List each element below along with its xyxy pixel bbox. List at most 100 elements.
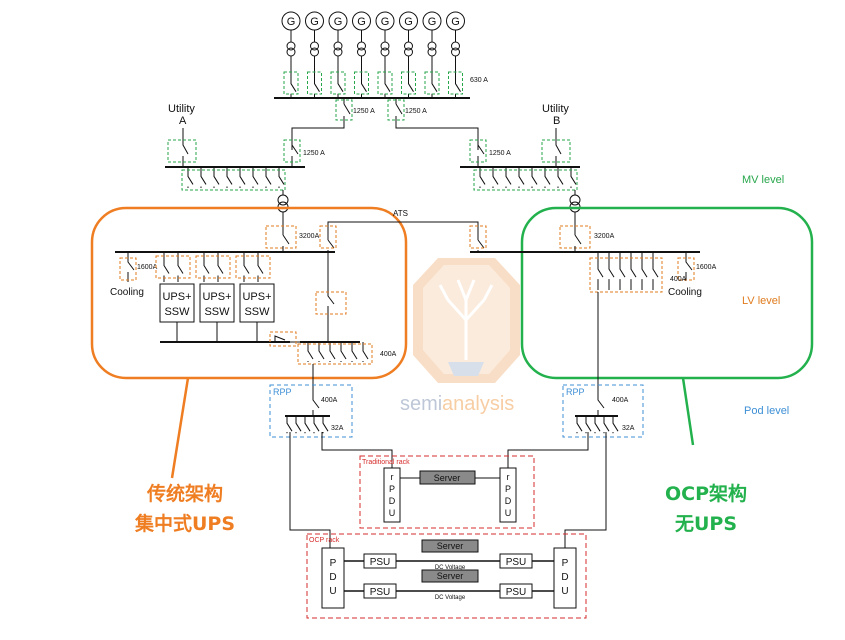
watermark-analysis: analysis [442, 393, 514, 415]
traditional-architecture-frame [90, 206, 408, 380]
generator-breaker-frame [448, 71, 463, 95]
pdu-right [553, 547, 577, 609]
left-annotation-line1: 传统架构 [146, 482, 223, 505]
watermark-semi: semi [400, 393, 442, 415]
mv-feeder-group [181, 167, 578, 191]
lv-output-breaker [351, 342, 358, 362]
rpp-right-branch-breaker [603, 416, 610, 434]
mv-level-label: MV level [742, 174, 784, 186]
mv-feeder-left-rating: 1250 A [303, 150, 325, 157]
generator-letter: G [334, 16, 343, 28]
utility-b-letter: B [553, 115, 560, 127]
ocp-server [421, 569, 479, 583]
traditional-rack-frame [359, 455, 535, 529]
generator-breaker-frame [354, 71, 369, 95]
ups-unit [239, 283, 275, 323]
generator-letter: G [404, 16, 413, 28]
rpp-left-branch-breaker [295, 416, 302, 434]
rpp-left-main-rating: 400A [321, 397, 338, 404]
ups-label-line1: UPS+ [202, 291, 231, 303]
ocp-server [421, 539, 479, 553]
psu-right-label: PSU [506, 587, 527, 598]
rpp-right-branch-breaker [585, 416, 592, 434]
mv-feeder-right-rating: 1250 A [489, 150, 511, 157]
generator-letter: G [357, 16, 366, 28]
pdu-left-char: U [329, 586, 336, 597]
ats-label: ATS [393, 209, 408, 218]
rpp-right-main-rating: 400A [612, 397, 629, 404]
rpdu-left-char: U [389, 508, 396, 518]
rpp-right-label: RPP [566, 387, 585, 397]
utility-a-name: Utility [168, 103, 195, 115]
lv-level-label: LV level [742, 295, 780, 307]
ups-label-line2: SSW [164, 306, 190, 318]
rpp-right-branch-rating: 32A [622, 425, 635, 432]
dc-voltage-label: DC Voltage [435, 595, 466, 601]
generator-transformer [451, 47, 460, 57]
generator-letter: G [451, 16, 460, 28]
rpdu-right-char: U [505, 508, 512, 518]
utility-a-letter: A [179, 115, 187, 127]
generator-transformer [333, 47, 343, 57]
rpp-left-branches [286, 416, 329, 434]
mv-feeder-breaker [492, 167, 499, 188]
pdu-left-char: P [330, 558, 337, 569]
lv-output-breaker [340, 342, 347, 362]
lv-output-breaker [318, 342, 325, 362]
generator-letter: G [310, 16, 319, 28]
rpp-right-branch-breaker [576, 416, 583, 434]
generator-transformer [427, 47, 437, 57]
semianalysis-watermark: semi analysis [400, 258, 520, 415]
ups-breaker-frame [235, 255, 271, 279]
lv-output-feeders [307, 342, 369, 362]
generator-breaker-frame [377, 71, 393, 95]
generator-transformer [380, 47, 390, 57]
rpp-left-branch-breaker [304, 416, 311, 434]
generator-breaker-rating: 630 A [470, 77, 488, 84]
rpp-right-branch-breaker [612, 416, 619, 434]
traditional-server-label: Server [434, 473, 461, 483]
rpp-left-label: RPP [273, 387, 292, 397]
psu-left-label: PSU [370, 587, 391, 598]
ocp-rack-frame [306, 533, 587, 619]
rpdu-right-char: D [505, 496, 512, 506]
ups-label-line1: UPS+ [242, 291, 271, 303]
rpdu-left-char: r [391, 472, 394, 482]
dc-voltage-label: DC Voltage [435, 565, 466, 571]
cooling-left-rating: 1600A [137, 264, 158, 271]
ocp-architecture-frame [520, 206, 814, 380]
ups-unit [199, 283, 235, 323]
generator-transformer [310, 47, 319, 57]
traditional-rack-label: Traditional rack [362, 459, 410, 466]
rpp-left-branch-breaker [313, 416, 320, 434]
psu-left-label: PSU [370, 557, 391, 568]
ups-label-line1: UPS+ [162, 291, 191, 303]
mv-feeder-breaker [557, 167, 564, 188]
rpdu-right-char: P [505, 484, 511, 494]
generator-breaker-frame [424, 71, 440, 95]
generator-transformer [404, 47, 413, 57]
generator-letter: G [287, 16, 296, 28]
tie-right-rating: 1250 A [405, 108, 427, 115]
ups-label-line2: SSW [204, 306, 230, 318]
ups-group: UPS+ SSW UPS+ SSW UPS+ SSW [155, 252, 275, 342]
ups-label-line2: SSW [244, 306, 270, 318]
ups-breaker-frame [155, 255, 191, 279]
ups-breaker-frame [195, 255, 231, 279]
rpdu-right-char: r [507, 472, 510, 482]
ocp-server-label: Server [437, 541, 464, 551]
ocp-rack-label: OCP rack [309, 537, 340, 544]
generator-breaker-frame [401, 71, 416, 95]
cooling-right-label: Cooling [668, 287, 702, 298]
lv-right-feeders [597, 252, 659, 290]
tie-left-rating: 1250 A [353, 108, 375, 115]
rpdu-right [499, 467, 517, 523]
rpdu-left-char: D [389, 496, 396, 506]
rpp-left-branch-breaker [286, 416, 293, 434]
rpp-right-branch-breaker [594, 416, 601, 434]
lv-main-left-rating: 3200A [299, 233, 320, 240]
psu-right-label: PSU [506, 557, 527, 568]
lv-output-rating: 400A [380, 351, 397, 358]
generator-breaker-frame [330, 71, 346, 95]
